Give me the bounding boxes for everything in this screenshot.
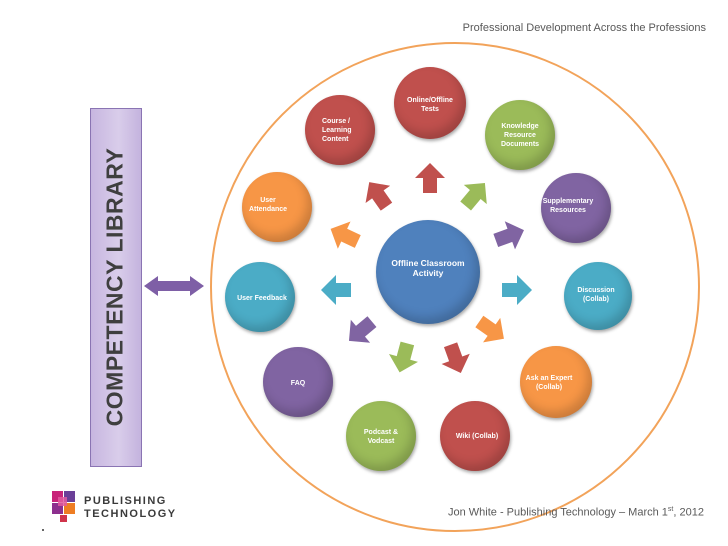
node-label-online-offline-tests-line-2: Tests [421, 106, 439, 113]
node-user-feedback [225, 262, 295, 332]
node-label-ask-an-expert-collab-line-1: Ask an Expert [525, 375, 573, 382]
logo-line-1: PUBLISHING [84, 495, 167, 507]
node-ask-an-expert-collab [520, 346, 592, 418]
node-label-faq-line-1: FAQ [290, 380, 306, 387]
node-label-supplementary-resources-line-1: Supplementary [542, 198, 594, 205]
arrow-to-ask-an-expert-collab [475, 315, 504, 343]
arrow-to-supplementary-resources [493, 221, 524, 250]
node-label-knowledge-resource-documents-line-3: Documents [500, 141, 540, 148]
node-podcast-vodcast [346, 401, 416, 471]
logo-square-violet [52, 503, 63, 514]
arrow-to-user-attendance [330, 221, 361, 249]
footer-year: , 2012 [673, 506, 704, 519]
node-label-user-feedback: User Feedback [237, 294, 287, 303]
node-label-podcast-vodcast-line-2: Vodcast [367, 438, 395, 445]
node-label-discussion-collab-line-2: (Collab) [582, 296, 610, 303]
node-knowledge-resource-documents [485, 100, 555, 170]
node-label-user-attendance-line-2: Attendance [248, 206, 288, 213]
node-label-faq: FAQ [291, 379, 305, 388]
node-label-podcast-vodcast-line-1: Podcast & [363, 429, 399, 436]
node-label-discussion-collab-line-1: Discussion [577, 287, 615, 294]
competency-library-bar [90, 108, 142, 467]
arrow-to-knowledge-resource-documents [460, 182, 487, 211]
node-label-ask-an-expert-collab: Ask an Expert (Collab) [526, 374, 573, 392]
slide-title: Professional Development Across the Prof… [462, 22, 706, 34]
node-user-attendance [242, 172, 312, 242]
center-node-offline-classroom-activity [376, 220, 480, 324]
node-label-online-offline-tests-line-1: Online/Offline [407, 97, 453, 104]
logo-line-2: TECHNOLOGY [84, 508, 177, 520]
footer-author: Jon White - Publishing Technology – Marc… [448, 506, 668, 519]
node-faq [263, 347, 333, 417]
center-node-label-line-1: Offline Classroom [391, 258, 465, 268]
corner-dot [42, 529, 44, 531]
footer-credit: Jon White - Publishing Technology – Marc… [448, 506, 704, 519]
node-label-knowledge-resource-documents-line-2: Resource [504, 132, 536, 139]
arrow-to-course-learning-content [365, 182, 393, 211]
arrow-to-discussion-collab [502, 275, 532, 305]
node-label-podcast-vodcast: Podcast & Vodcast [364, 428, 398, 446]
node-label-course-learning-content-line-2: Learning [322, 127, 352, 134]
node-supplementary-resources [541, 173, 611, 243]
footer-date-suffix: st [667, 506, 674, 513]
arrow-to-online-offline-tests [415, 163, 445, 193]
outer-ring [210, 42, 700, 532]
logo-square-purple [64, 491, 75, 502]
node-label-course-learning-content-line-3: Content [322, 136, 349, 143]
arrow-to-user-feedback [321, 275, 351, 305]
node-label-course-learning-content-line-1: Course / [322, 118, 351, 125]
logo-square-pink [58, 497, 67, 506]
node-label-supplementary-resources-line-2: Resources [550, 207, 586, 214]
node-label-wiki-collab-line-1: Wiki (Collab) [455, 433, 499, 440]
library-connector-arrow [144, 276, 204, 296]
node-label-wiki-collab: Wiki (Collab) [456, 432, 498, 441]
node-online-offline-tests [394, 67, 466, 139]
node-discussion-collab [564, 262, 632, 330]
node-course-learning-content [305, 95, 375, 165]
node-label-ask-an-expert-collab-line-2: (Collab) [535, 384, 563, 391]
arrow-to-podcast-vodcast [388, 341, 418, 373]
center-node-label-line-2: Activity [412, 268, 444, 278]
logo-square-orange [64, 503, 75, 514]
arrow-to-faq [348, 316, 377, 343]
arrow-to-wiki-collab [441, 342, 470, 373]
node-label-discussion-collab: Discussion (Collab) [577, 286, 614, 304]
logo-square-magenta [52, 491, 63, 502]
node-label-user-attendance-line-1: User [260, 197, 276, 204]
logo-square-red [60, 515, 67, 522]
node-label-user-feedback-line-1: User Feedback [237, 295, 287, 302]
node-wiki-collab [440, 401, 510, 471]
node-label-knowledge-resource-documents-line-1: Knowledge [501, 123, 539, 130]
